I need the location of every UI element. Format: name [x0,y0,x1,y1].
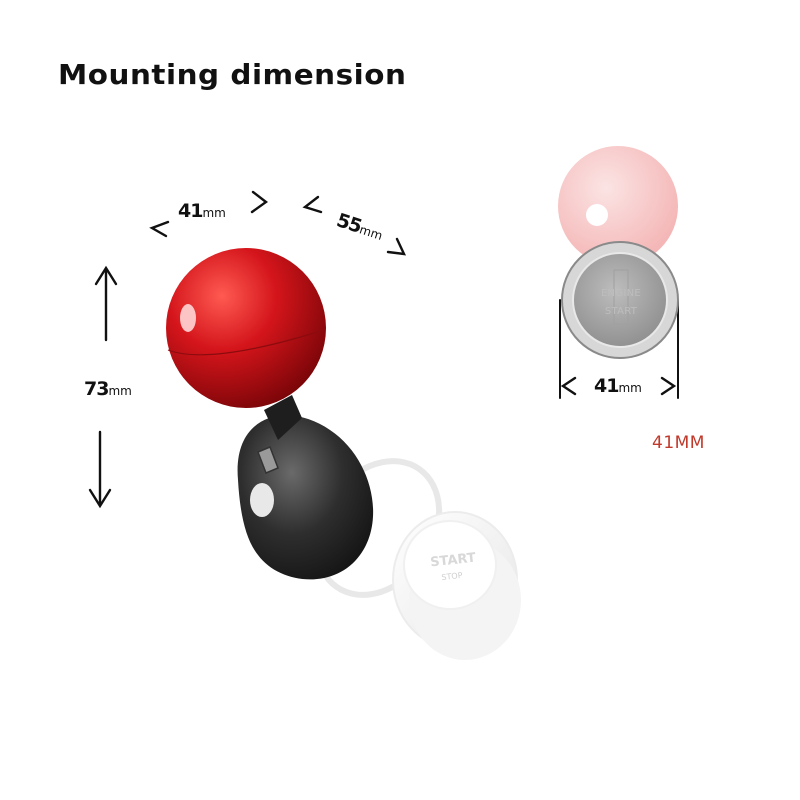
stop-cap-parts [313,458,521,660]
pink-sphere [558,146,678,266]
arrow-left-41 [149,220,170,238]
engine-button-view [558,146,679,359]
dimension-button-width: 41mm [594,375,642,397]
pink-highlight [586,204,608,226]
arrow-right-41 [250,190,269,214]
dimension-arrows [88,190,679,509]
button-text-start: START [604,306,638,317]
dimension-knob-height: 73mm [84,378,132,400]
black-highlight [250,483,274,517]
red-knob [166,248,326,408]
connector-clip [257,446,279,474]
button-face [572,252,668,348]
red-highlight [180,304,196,332]
arrow-right-55 [386,237,407,256]
button-text-engine: ENGINE [600,288,642,299]
page-title: Mounting dimension [58,58,407,91]
red-ball [166,248,326,408]
dimension-knob-width: 41mm [178,200,226,222]
arrow-down-73 [88,430,112,509]
red-seam [167,329,325,356]
cap-face [403,520,497,610]
button-size-label: 41MM [652,433,705,453]
black-knob [237,395,374,580]
arrow-up-73 [94,265,118,342]
arrow-right-41b [660,376,677,396]
button-divider [613,269,629,325]
connector-rod [264,395,302,440]
arrow-left-55 [302,195,323,214]
arrow-left-41b [560,376,577,396]
